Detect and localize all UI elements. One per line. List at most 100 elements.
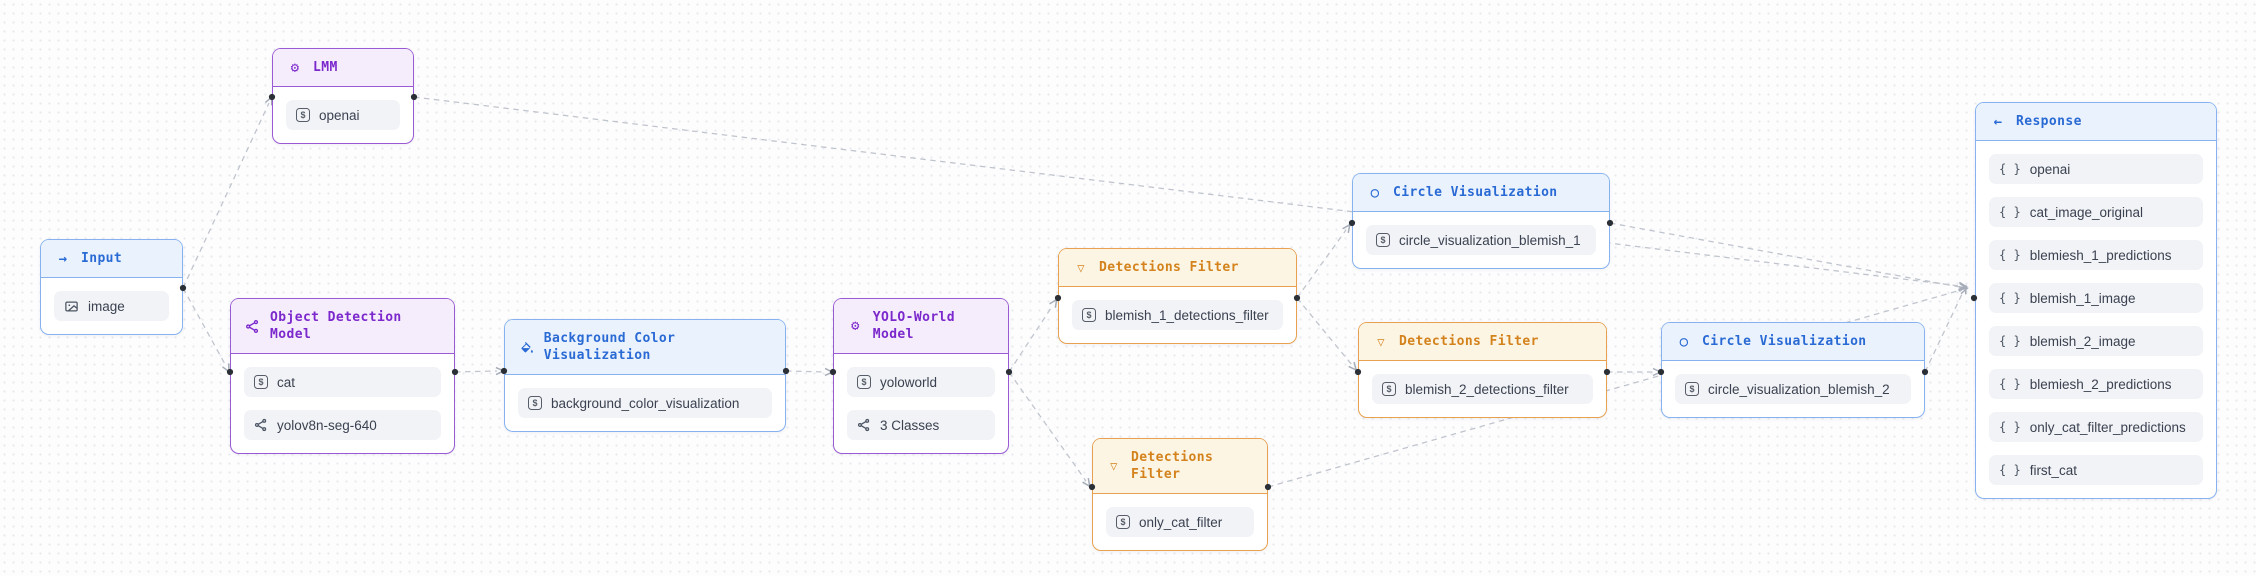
field-blemish-1-detections-filter[interactable]: $ blemish_1_detections_filter [1072,300,1283,330]
node-background-color-visualization[interactable]: Background Color Visualization $ backgro… [504,319,786,432]
node-filter1-header[interactable]: ▽ Detections Filter [1059,249,1296,287]
dollar-box-icon: $ [528,396,542,410]
edge-bcv-yolo[interactable] [785,371,826,372]
network-icon [246,319,259,333]
node-circleviz2-header[interactable]: ○ Circle Visualization [1662,323,1924,361]
node-yolo-world-model[interactable]: ⚙ YOLO-World Model $ yoloworld 3 Classes [833,298,1009,454]
arrow-right-icon: → [58,250,68,267]
dollar-box-icon: $ [1082,308,1096,322]
field-background-color-visualization[interactable]: $ background_color_visualization [518,388,772,418]
node-bcv-header[interactable]: Background Color Visualization [505,320,785,375]
edge-filter1-filter2[interactable] [1296,297,1352,365]
node-yolo-header[interactable]: ⚙ YOLO-World Model [834,299,1008,354]
node-lmm-header[interactable]: ⚙ LMM [273,49,413,87]
dollar-box-icon: $ [296,108,310,122]
field-label: cat [277,374,296,390]
field-only-cat-filter[interactable]: $ only_cat_filter [1106,507,1254,537]
braces-icon: { } [1999,205,2021,219]
node-title: Background Color Visualization [543,331,676,363]
node-input[interactable]: → Input image [40,239,183,335]
dollar-box-icon: $ [857,375,871,389]
output-first-cat[interactable]: { } first_cat [1989,455,2203,485]
edge-odm-bcv[interactable] [454,371,497,372]
field-label: image [88,298,125,314]
field-label: openai [319,107,360,123]
dollar-box-icon: $ [1685,382,1699,396]
output-blemish-1-image[interactable]: { } blemish_1_image [1989,283,2203,313]
node-filter2-header[interactable]: ▽ Detections Filter [1359,323,1606,361]
braces-icon: { } [1999,291,2021,305]
arrow-left-icon: ← [1993,113,2003,130]
circle-icon: ○ [1679,333,1689,350]
braces-icon: { } [1999,463,2021,477]
output-label: blemiesh_1_predictions [2029,247,2172,263]
field-blemish-2-detections-filter[interactable]: $ blemish_2_detections_filter [1372,374,1593,404]
output-label: openai [2029,161,2071,177]
node-circleviz1-header[interactable]: ○ Circle Visualization [1353,174,1609,212]
network-icon [254,418,267,432]
edge-yolo-onlycat[interactable] [1008,371,1086,481]
output-blemish-2-image[interactable]: { } blemish_2_image [1989,326,2203,356]
node-response-header[interactable]: ← Response [1976,103,2216,141]
output-label: cat_image_original [2029,204,2144,220]
gear-icon: ⚙ [290,59,300,76]
field-circle-visualization-blemish-2[interactable]: $ circle_visualization_blemish_2 [1675,374,1911,404]
edge-input-odm[interactable] [182,287,226,366]
field-label: blemish_1_detections_filter [1105,307,1269,323]
funnel-icon: ▽ [1110,459,1118,473]
output-only-cat-filter-predictions[interactable]: { } only_cat_filter_predictions [1989,412,2203,442]
node-input-header[interactable]: → Input [41,240,182,278]
edge-circleviz1-response[interactable] [1609,222,1960,287]
node-title: LMM [313,60,338,75]
field-openai[interactable]: $ openai [286,100,400,130]
field-model-id[interactable]: yolov8n-seg-640 [244,410,441,440]
field-label: only_cat_filter [1139,514,1223,530]
braces-icon: { } [1999,377,2021,391]
output-cat-image-original[interactable]: { } cat_image_original [1989,197,2203,227]
field-label: circle_visualization_blemish_2 [1708,381,1890,397]
field-label: 3 Classes [880,417,940,433]
edge-input-lmm[interactable] [182,103,269,289]
node-detections-filter-blemish-2[interactable]: ▽ Detections Filter $ blemish_2_detectio… [1358,322,1607,418]
paint-bucket-icon [521,341,533,353]
field-label: blemish_2_detections_filter [1405,381,1569,397]
node-title: Response [2016,114,2082,129]
node-circle-visualization-blemish-2[interactable]: ○ Circle Visualization $ circle_visualiz… [1661,322,1925,418]
field-yoloworld[interactable]: $ yoloworld [847,367,995,397]
node-title: Object Detection Model [270,310,402,342]
node-filter3-header[interactable]: ▽ Detections Filter [1093,439,1267,494]
field-cat[interactable]: $ cat [244,367,441,397]
field-image[interactable]: image [54,291,169,321]
node-detections-filter-blemish-1[interactable]: ▽ Detections Filter $ blemish_1_detectio… [1058,248,1297,344]
circle-icon: ○ [1370,184,1380,201]
node-odm-header[interactable]: Object Detection Model [231,299,454,354]
output-label: blemiesh_2_predictions [2029,376,2172,392]
field-label: yolov8n-seg-640 [277,417,377,433]
node-circle-visualization-blemish-1[interactable]: ○ Circle Visualization $ circle_visualiz… [1352,173,1610,269]
edge-yolo-filter1[interactable] [1008,305,1053,373]
braces-icon: { } [1999,248,2021,262]
output-blemiesh-2-predictions[interactable]: { } blemiesh_2_predictions [1989,369,2203,399]
node-response[interactable]: ← Response { } openai { } cat_image_orig… [1975,102,2217,499]
output-label: first_cat [2029,462,2077,478]
braces-icon: { } [1999,334,2021,348]
image-icon [65,301,78,311]
node-object-detection-model[interactable]: Object Detection Model $ cat yolov8n-seg… [230,298,455,454]
dollar-box-icon: $ [1116,515,1130,529]
edge-circleviz2-response[interactable] [1924,292,1963,373]
field-classes[interactable]: 3 Classes [847,410,995,440]
braces-icon: { } [1999,162,2021,176]
output-label: blemish_2_image [2029,333,2136,349]
output-blemiesh-1-predictions[interactable]: { } blemiesh_1_predictions [1989,240,2203,270]
edge-filter1-circleviz1[interactable] [1296,230,1346,299]
field-circle-visualization-blemish-1[interactable]: $ circle_visualization_blemish_1 [1366,225,1596,255]
funnel-icon: ▽ [1077,260,1085,275]
node-lmm[interactable]: ⚙ LMM $ openai [272,48,414,144]
dollar-box-icon: $ [1382,382,1396,396]
braces-icon: { } [1999,420,2021,434]
output-label: only_cat_filter_predictions [2029,419,2186,435]
dollar-box-icon: $ [1376,233,1390,247]
node-detections-filter-only-cat[interactable]: ▽ Detections Filter $ only_cat_filter [1092,438,1268,551]
output-openai[interactable]: { } openai [1989,154,2203,184]
